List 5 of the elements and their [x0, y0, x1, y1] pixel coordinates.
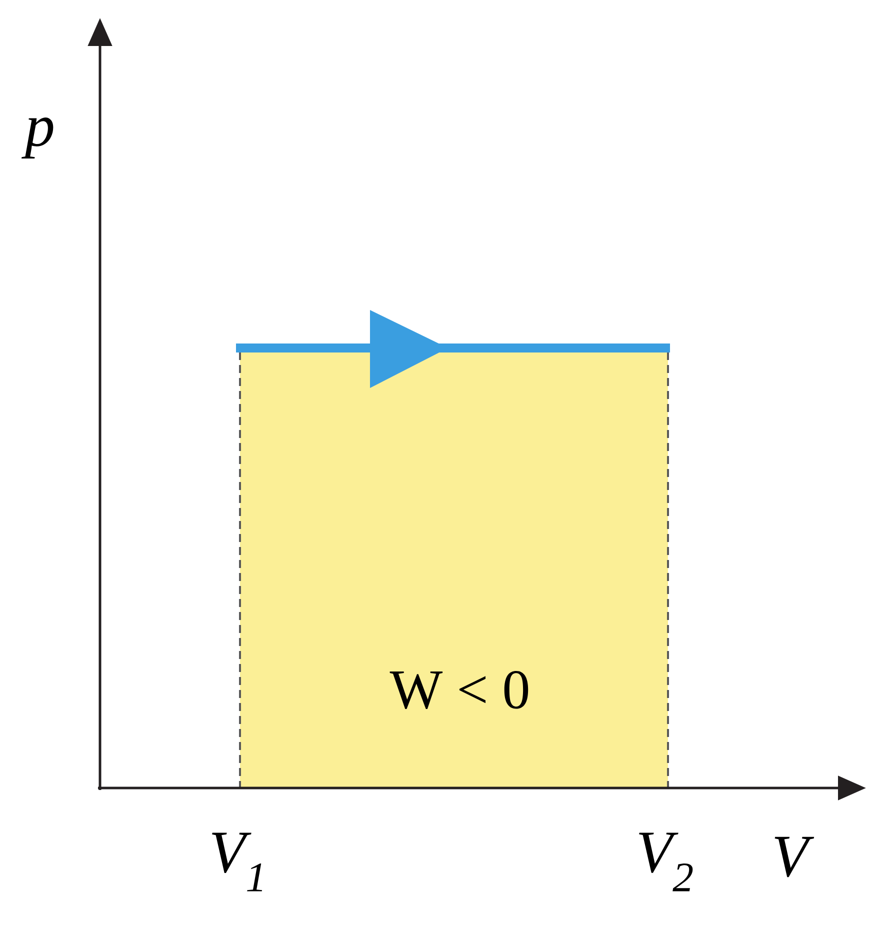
- shaded-area: W < 0: [240, 348, 668, 788]
- axis-label: V: [774, 836, 814, 878]
- axis-label: V$_{2}$: [639, 832, 693, 892]
- axis-label: V$_{1}$: [212, 832, 262, 892]
- axis-label: p: [21, 117, 54, 159]
